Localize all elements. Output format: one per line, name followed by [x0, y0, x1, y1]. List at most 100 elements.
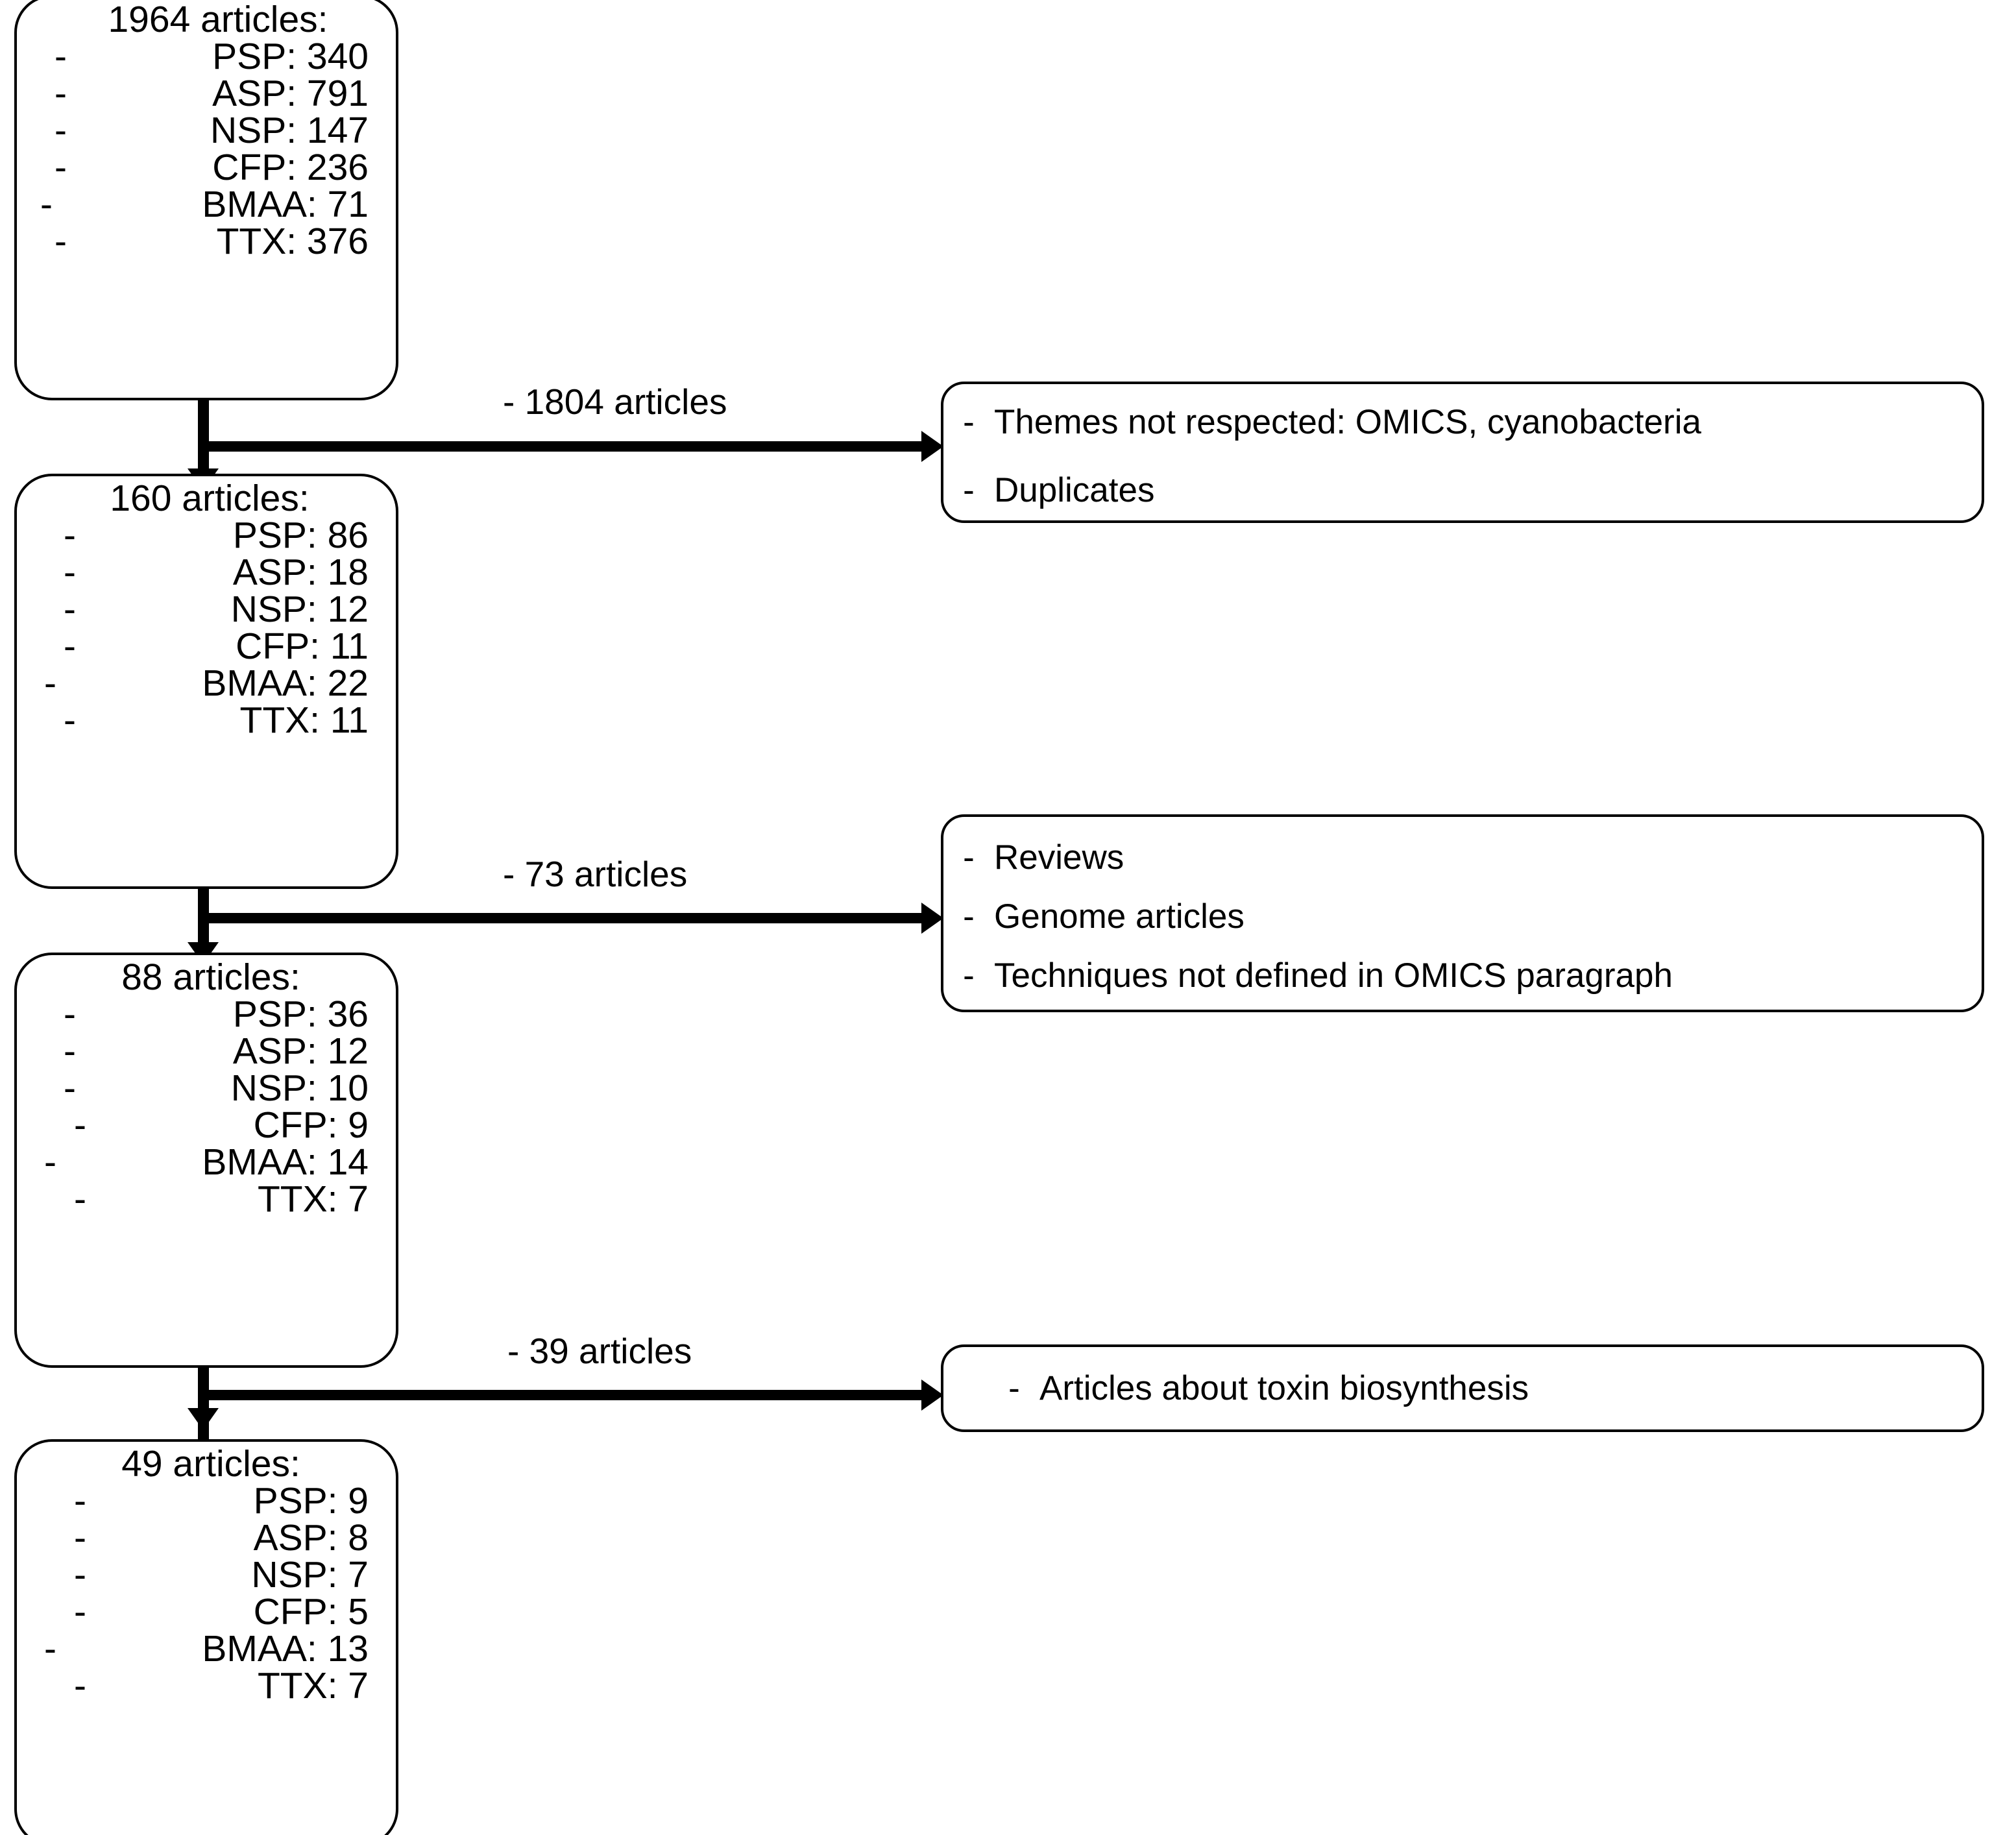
bullet-dash: - — [55, 221, 67, 262]
branch-3-arrowhead — [921, 1379, 943, 1411]
stage-4-list: - PSP: 9 - ASP: 8 - NSP: 7 - CFP: 5 - BM… — [17, 1483, 396, 1705]
bullet-dash: - — [64, 1067, 76, 1109]
bullet-dash: - — [64, 699, 76, 741]
bullet-dash: - — [963, 471, 975, 509]
branch-1-horizontal — [203, 441, 930, 452]
bullet-dash: - — [64, 552, 76, 593]
stage-3-row: - NSP: 10 — [17, 1070, 396, 1107]
stage-3-row-label: ASP: 12 — [232, 1030, 369, 1072]
bullet-dash: - — [74, 1517, 86, 1559]
exclusion-2-reason-text: Reviews — [994, 838, 1124, 877]
exclusion-3-reason: - Articles about toxin biosynthesis — [943, 1371, 1982, 1405]
stage-2-row: - CFP: 11 — [17, 628, 396, 665]
stage-2-row-label: CFP: 11 — [236, 626, 369, 667]
bullet-dash: - — [74, 1104, 86, 1146]
stage-2-row: - TTX: 11 — [17, 702, 396, 739]
bullet-dash: - — [74, 1554, 86, 1596]
bullet-dash: - — [40, 184, 53, 225]
bullet-dash: - — [64, 1030, 76, 1072]
stage-2-title: 160 articles: — [110, 478, 310, 519]
exclusion-box-2: - Reviews - Genome articles - Techniques… — [941, 814, 1984, 1012]
bullet-dash: - — [44, 662, 56, 704]
stage-2-row: - PSP: 86 — [17, 517, 396, 554]
exclusion-2-reason: - Genome articles — [943, 899, 1982, 934]
stage-1-row: - ASP: 791 — [17, 75, 396, 112]
exclusion-1-reason-text: Duplicates — [994, 471, 1155, 509]
stage-1-row: - NSP: 147 — [17, 112, 396, 149]
bullet-dash: - — [55, 73, 67, 114]
stage-1-list: - PSP: 340 - ASP: 791 - NSP: 147 - CFP: … — [17, 38, 396, 260]
bullet-dash: - — [74, 1591, 86, 1633]
bullet-dash: - — [44, 1141, 56, 1183]
bullet-dash: - — [64, 626, 76, 667]
exclusion-2-reason: - Reviews — [943, 840, 1982, 875]
stage-3-row-label: BMAA: 14 — [202, 1141, 369, 1183]
stage-4-row-label: TTX: 7 — [257, 1665, 369, 1707]
branch-2-arrowhead — [921, 903, 943, 934]
stage-2-row: - NSP: 12 — [17, 591, 396, 628]
stage-1-row: - PSP: 340 — [17, 38, 396, 75]
stage-1-row-label: NSP: 147 — [210, 110, 369, 151]
branch-3-label: - 39 articles — [507, 1331, 692, 1371]
bullet-dash: - — [55, 147, 67, 188]
stage-4-row-label: PSP: 9 — [253, 1480, 369, 1522]
stage-4-row: - PSP: 9 — [17, 1483, 396, 1520]
exclusion-2-reason-text: Genome articles — [994, 897, 1245, 936]
stage-3-row-label: TTX: 7 — [257, 1178, 369, 1220]
bullet-dash: - — [64, 589, 76, 630]
bullet-dash: - — [64, 993, 76, 1035]
stage-1-row-label: BMAA: 71 — [202, 184, 369, 225]
exclusion-1-reason-text: Themes not respected: OMICS, cyanobacter… — [994, 403, 1701, 441]
stage-1-row-label: ASP: 791 — [212, 73, 369, 114]
exclusion-2-reason: - Techniques not defined in OMICS paragr… — [943, 958, 1982, 993]
stage-2-list: - PSP: 86 - ASP: 18 - NSP: 12 - CFP: 11 … — [17, 517, 396, 739]
exclusion-1-reason: - Duplicates — [943, 473, 1982, 507]
stage-3-row-label: NSP: 10 — [230, 1067, 369, 1109]
exclusion-2-reason-text: Techniques not defined in OMICS paragrap… — [994, 956, 1673, 995]
stage-1-row-label: TTX: 376 — [216, 221, 369, 262]
bullet-dash: - — [64, 515, 76, 556]
stage-4-row: - ASP: 8 — [17, 1520, 396, 1557]
bullet-dash: - — [963, 838, 975, 877]
bullet-dash: - — [963, 956, 975, 995]
stage-2-row: - ASP: 18 — [17, 554, 396, 591]
stage-4-row-label: BMAA: 13 — [202, 1628, 369, 1670]
stage-4-row-label: CFP: 5 — [253, 1591, 369, 1633]
stage-3-title: 88 articles: — [121, 956, 300, 998]
stage-4-row-label: ASP: 8 — [253, 1517, 369, 1559]
stage-1-title: 1964 articles: — [108, 0, 328, 40]
stage-3-list: - PSP: 36 - ASP: 12 - NSP: 10 - CFP: 9 -… — [17, 996, 396, 1218]
stage-1-row: - CFP: 236 — [17, 149, 396, 186]
stage-2-row-label: NSP: 12 — [230, 589, 369, 630]
stage-2-row-label: TTX: 11 — [239, 699, 369, 741]
stage-2-row-label: ASP: 18 — [232, 552, 369, 593]
stage-4-row-label: NSP: 7 — [251, 1554, 369, 1596]
stage-box-2: 160 articles: - PSP: 86 - ASP: 18 - NSP:… — [14, 474, 398, 889]
stage-4-row: - NSP: 7 — [17, 1557, 396, 1594]
branch-2-label: - 73 articles — [503, 854, 688, 894]
bullet-dash: - — [74, 1665, 86, 1707]
stage-box-4: 49 articles: - PSP: 9 - ASP: 8 - NSP: 7 … — [14, 1439, 398, 1835]
stage-4-row: - BMAA: 13 — [17, 1631, 396, 1668]
stage-3-row-label: CFP: 9 — [253, 1104, 369, 1146]
stage-2-row: - BMAA: 22 — [17, 665, 396, 702]
stage-3-row: - PSP: 36 — [17, 996, 396, 1033]
bullet-dash: - — [44, 1628, 56, 1670]
connector-3-arrowhead — [188, 1408, 219, 1430]
stage-box-3: 88 articles: - PSP: 36 - ASP: 12 - NSP: … — [14, 953, 398, 1368]
stage-box-1: 1964 articles: - PSP: 340 - ASP: 791 - N… — [14, 0, 398, 400]
bullet-dash: - — [963, 897, 975, 936]
bullet-dash: - — [963, 403, 975, 441]
connector-1-vertical — [198, 400, 209, 472]
branch-2-horizontal — [203, 913, 930, 923]
exclusion-3-reason-text: Articles about toxin biosynthesis — [1039, 1369, 1529, 1407]
stage-3-row: - BMAA: 14 — [17, 1144, 396, 1181]
exclusion-box-1: - Themes not respected: OMICS, cyanobact… — [941, 382, 1984, 523]
stage-3-row-label: PSP: 36 — [232, 993, 369, 1035]
stage-3-row: - CFP: 9 — [17, 1107, 396, 1144]
stage-4-title: 49 articles: — [121, 1443, 300, 1485]
bullet-dash: - — [74, 1480, 86, 1522]
stage-4-row: - CFP: 5 — [17, 1594, 396, 1631]
bullet-dash: - — [55, 36, 67, 77]
